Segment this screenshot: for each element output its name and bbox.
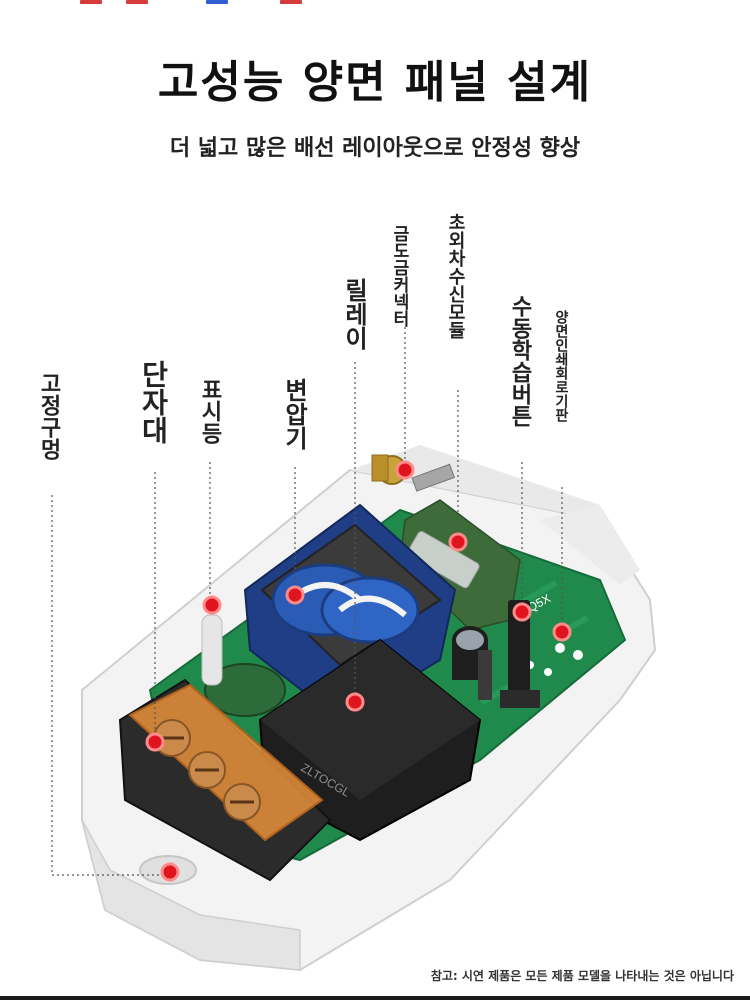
learn-button-dot — [512, 602, 532, 622]
capacitor — [452, 626, 492, 700]
indicator-led-body — [201, 614, 223, 686]
label-gold-connector: 금도금커넥터 — [389, 225, 409, 327]
mounting-hole-dot — [160, 862, 180, 882]
indicator-light-dot — [202, 595, 222, 615]
label-mounting-hole: 고정구멍 — [36, 372, 61, 460]
top-color-bar — [0, 0, 750, 6]
page-title: 고성능 양면 패널 설계 — [157, 57, 593, 108]
label-transformer: 변압기 — [280, 378, 308, 450]
transformer-dot — [285, 585, 305, 605]
transformer-body — [243, 503, 457, 722]
terminal-block-dot — [145, 732, 165, 752]
label-pcb: 양면인쇄회로기판 — [553, 310, 569, 422]
pcb-dot — [552, 622, 572, 642]
varistor — [204, 663, 286, 717]
page-subtitle: 더 넓고 많은 배선 레이아웃으로 안정성 향상 — [169, 136, 581, 161]
receiver-module-dot — [448, 532, 468, 552]
label-terminal-block: 단자대 — [137, 360, 170, 444]
disclaimer-note: 참고: 시연 제품은 모든 제품 모델을 나타내는 것은 아닙니다 — [430, 969, 734, 983]
label-receiver-module: 초외차수신모듈 — [445, 213, 466, 339]
bottom-bar — [0, 996, 750, 1000]
label-indicator-light: 표시등 — [197, 378, 222, 444]
gold-connector-dot — [395, 460, 415, 480]
relay-body: ZLTOCGL — [258, 638, 482, 842]
label-learn-button: 수동학습버튼 — [507, 295, 532, 427]
learn-button-body — [500, 600, 540, 708]
relay-dot — [345, 692, 365, 712]
label-relay: 릴레이 — [340, 278, 368, 350]
